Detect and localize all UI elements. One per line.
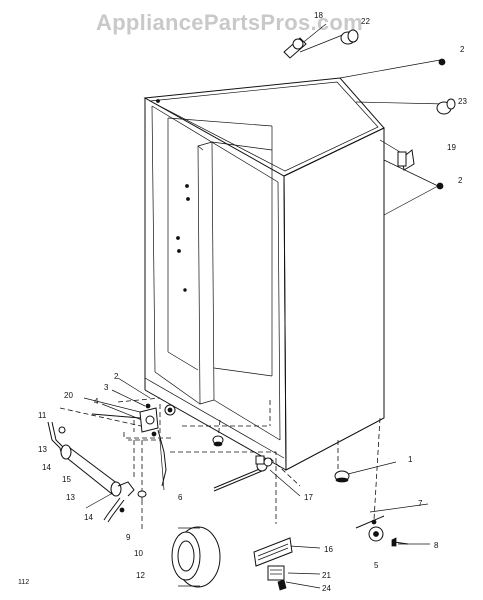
water-tube-assembly <box>47 421 135 523</box>
leader-lines <box>59 23 447 589</box>
fitting-23 <box>436 98 456 115</box>
callout-21: 21 <box>322 571 331 580</box>
fitting-18 <box>283 37 307 59</box>
leveler-assembly <box>91 403 176 437</box>
callout-15: 15 <box>62 475 71 484</box>
roller-5-7-8 <box>355 515 409 547</box>
callout-12: 12 <box>136 571 145 580</box>
callout-13-lower: 13 <box>66 493 75 502</box>
nut-2-mid <box>436 182 444 190</box>
watermark: AppliancePartsPros.com <box>96 10 363 35</box>
bracket-19 <box>397 149 415 171</box>
fitting-22 <box>340 29 359 45</box>
callout-2-top: 2 <box>460 45 465 54</box>
rod-17 <box>213 455 273 492</box>
callout-2-left: 2 <box>114 372 119 381</box>
page-code: 112 <box>18 579 29 586</box>
callout-7: 7 <box>418 499 423 508</box>
callout-9: 9 <box>126 533 131 542</box>
callout-8: 8 <box>434 541 439 550</box>
grille-16 <box>253 537 293 567</box>
clip-9-10 <box>137 490 147 532</box>
cabinet <box>143 77 385 471</box>
callout-4: 4 <box>94 397 99 406</box>
ring-12 <box>171 526 221 588</box>
bracket-21-24 <box>267 565 287 591</box>
callout-13-upper: 13 <box>38 445 47 454</box>
callout-2-mid: 2 <box>458 176 463 185</box>
callout-22: 22 <box>361 17 370 26</box>
callout-20: 20 <box>64 391 73 400</box>
callout-24: 24 <box>322 584 331 593</box>
foot-1 <box>334 470 350 483</box>
callout-3: 3 <box>104 383 109 392</box>
nut-2-top <box>438 58 446 66</box>
callout-6: 6 <box>178 493 183 502</box>
callout-5: 5 <box>374 561 379 570</box>
callout-18: 18 <box>314 11 323 20</box>
callout-16: 16 <box>324 545 333 554</box>
callout-14-upper: 14 <box>42 463 51 472</box>
callout-23: 23 <box>458 97 467 106</box>
callout-1: 1 <box>408 455 413 464</box>
cord-6 <box>157 429 167 487</box>
center-foot <box>212 435 224 447</box>
callout-10: 10 <box>134 549 143 558</box>
callout-19: 19 <box>447 143 456 152</box>
callout-11: 11 <box>38 411 47 420</box>
callout-14-lower: 14 <box>84 513 93 522</box>
callout-17: 17 <box>304 493 313 502</box>
callout-labels: 18 22 2 23 19 2 2 3 4 20 11 13 14 15 13 … <box>38 11 467 593</box>
